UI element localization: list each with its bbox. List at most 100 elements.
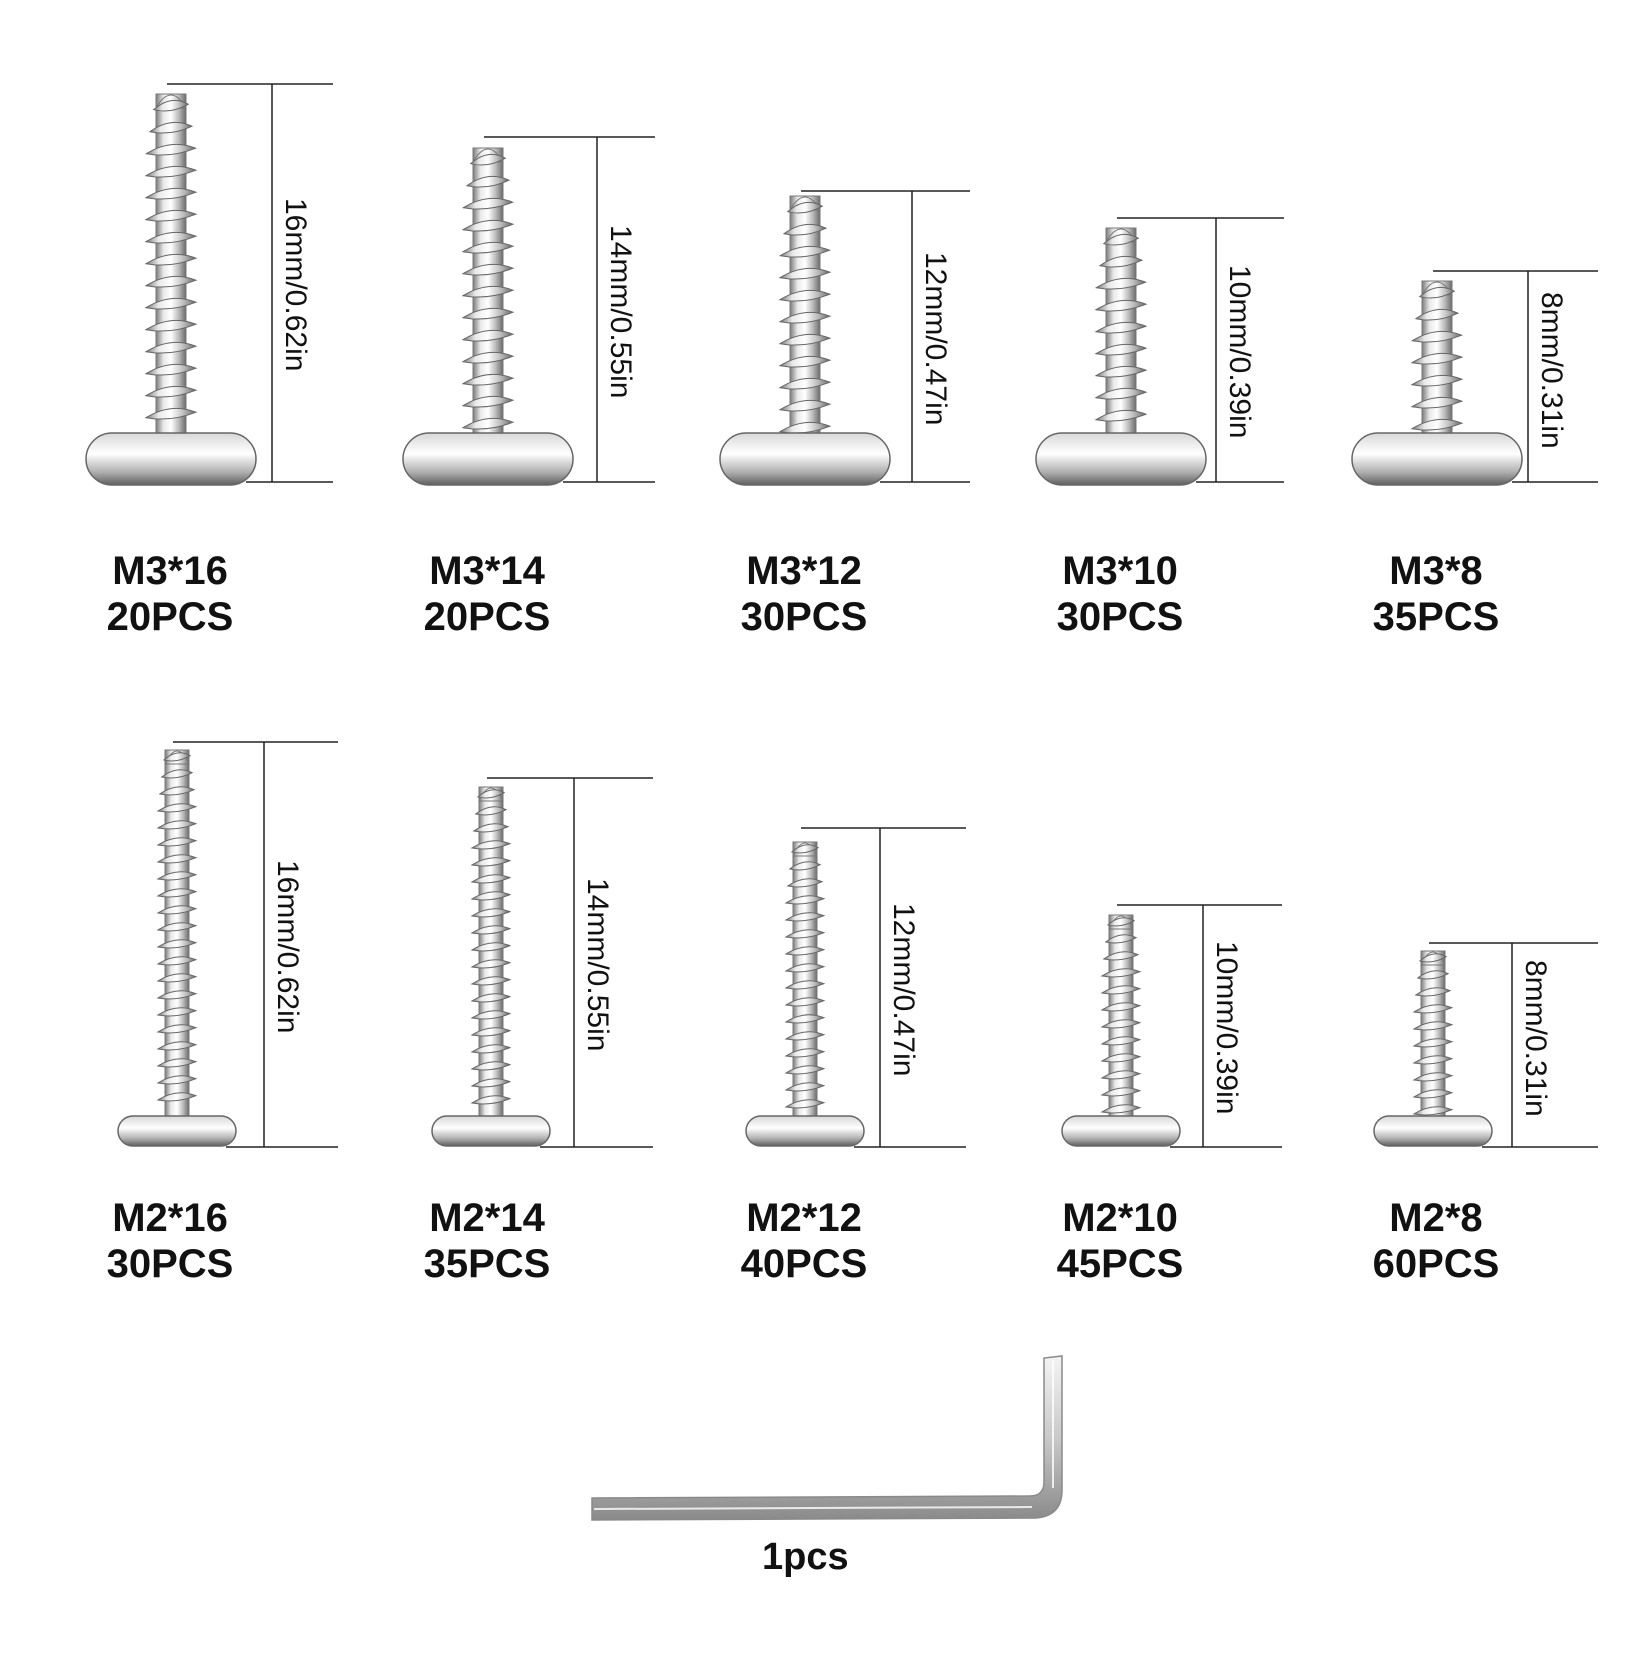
screw-size: M2*8 <box>1389 1196 1483 1240</box>
screw-size: M2*10 <box>1062 1196 1178 1240</box>
screw-thread <box>782 223 828 236</box>
dimension-marker <box>801 190 970 483</box>
screw-thread <box>470 959 512 969</box>
screw-thread <box>461 373 515 386</box>
screw-thread <box>1412 1021 1454 1031</box>
screw-thread <box>156 905 198 915</box>
screw-thread <box>784 1014 826 1024</box>
dimension-label: 12mm/0.47in <box>919 251 952 425</box>
screw-thread <box>1106 917 1136 927</box>
screw-thread <box>1418 286 1456 299</box>
screw-8 <box>745 841 865 1147</box>
screw-thread <box>144 407 198 420</box>
screw-thread <box>784 895 826 905</box>
screw-size: M3*12 <box>746 549 862 593</box>
screw-quantity: 60PCS <box>1372 1242 1500 1286</box>
screw-thread <box>778 289 832 302</box>
screw-thread <box>470 1095 512 1105</box>
screw-thread <box>1414 308 1460 321</box>
screw-thread <box>784 1099 826 1109</box>
screw-thread <box>786 878 824 888</box>
screw-3 <box>719 195 891 486</box>
screw-thread <box>144 297 198 310</box>
screw-thread <box>148 121 194 134</box>
screws-layer <box>85 83 1598 1148</box>
screw-size: M3*8 <box>1389 549 1483 593</box>
screw-thread <box>470 976 512 986</box>
screw-quantity: 45PCS <box>1056 1242 1184 1286</box>
screw-thread <box>152 99 190 112</box>
screw-thread <box>461 351 515 364</box>
screw-thread <box>461 329 515 342</box>
screw-thread <box>1094 299 1148 312</box>
screw-thread <box>778 355 832 368</box>
screw-thread <box>1412 1072 1454 1082</box>
screw-thread <box>1094 387 1148 400</box>
screw-thread <box>1416 970 1450 980</box>
screw-thread <box>1104 934 1138 944</box>
dimension-marker <box>167 83 333 483</box>
screw-thread <box>144 143 198 156</box>
screw-thread <box>784 1082 826 1092</box>
screw-quantity: 20PCS <box>423 595 551 639</box>
screw-quantity: 30PCS <box>740 595 868 639</box>
screw-2 <box>402 147 574 486</box>
dimension-marker <box>1429 942 1598 1148</box>
dimension-marker <box>1117 217 1284 483</box>
screw-thread <box>1100 985 1142 995</box>
dimension-marker <box>487 777 653 1148</box>
screw-thread <box>470 925 512 935</box>
screw-head <box>402 432 574 486</box>
hex-wrench-body <box>591 1355 1063 1521</box>
dimension-label: 12mm/0.47in <box>887 902 920 1076</box>
screw-head <box>1373 1115 1493 1147</box>
screw-thread <box>144 275 198 288</box>
screw-thread <box>156 973 198 983</box>
screw-thread <box>465 175 511 188</box>
dimension-label: 16mm/0.62in <box>271 859 304 1033</box>
screw-thread <box>778 399 832 412</box>
screw-thread <box>778 311 832 324</box>
screw-thread <box>1412 1106 1454 1116</box>
screw-thread <box>461 197 515 210</box>
screw-head <box>85 432 257 486</box>
screw-thread <box>144 341 198 354</box>
screw-thread <box>784 912 826 922</box>
screw-thread <box>156 820 198 830</box>
screw-head <box>117 1115 237 1147</box>
screw-thread <box>784 963 826 973</box>
hex-wrench <box>591 1355 1063 1521</box>
screw-thread <box>470 1044 512 1054</box>
screw-thread <box>1100 1070 1142 1080</box>
screw-thread <box>156 854 198 864</box>
screw-thread <box>470 1061 512 1071</box>
screw-thread <box>162 752 192 762</box>
screw-thread <box>461 307 515 320</box>
screw-thread <box>1410 352 1464 365</box>
screw-thread <box>1410 330 1464 343</box>
screw-thread <box>1412 1038 1454 1048</box>
screw-thread <box>156 939 198 949</box>
screw-quantity: 40PCS <box>740 1242 868 1286</box>
screw-7 <box>431 786 551 1147</box>
screw-thread <box>1094 321 1148 334</box>
screw-thread <box>156 1092 198 1102</box>
screw-thread <box>790 844 820 854</box>
screw-thread <box>144 319 198 332</box>
screw-thread <box>156 1075 198 1085</box>
screw-4 <box>1035 227 1207 486</box>
screw-thread <box>158 786 196 796</box>
dimension-label: 10mm/0.39in <box>1210 941 1243 1115</box>
screw-thread <box>788 861 822 871</box>
screw-thread <box>1100 1053 1142 1063</box>
screw-5 <box>1351 280 1523 486</box>
screw-thread <box>144 385 198 398</box>
screw-thread <box>461 263 515 276</box>
